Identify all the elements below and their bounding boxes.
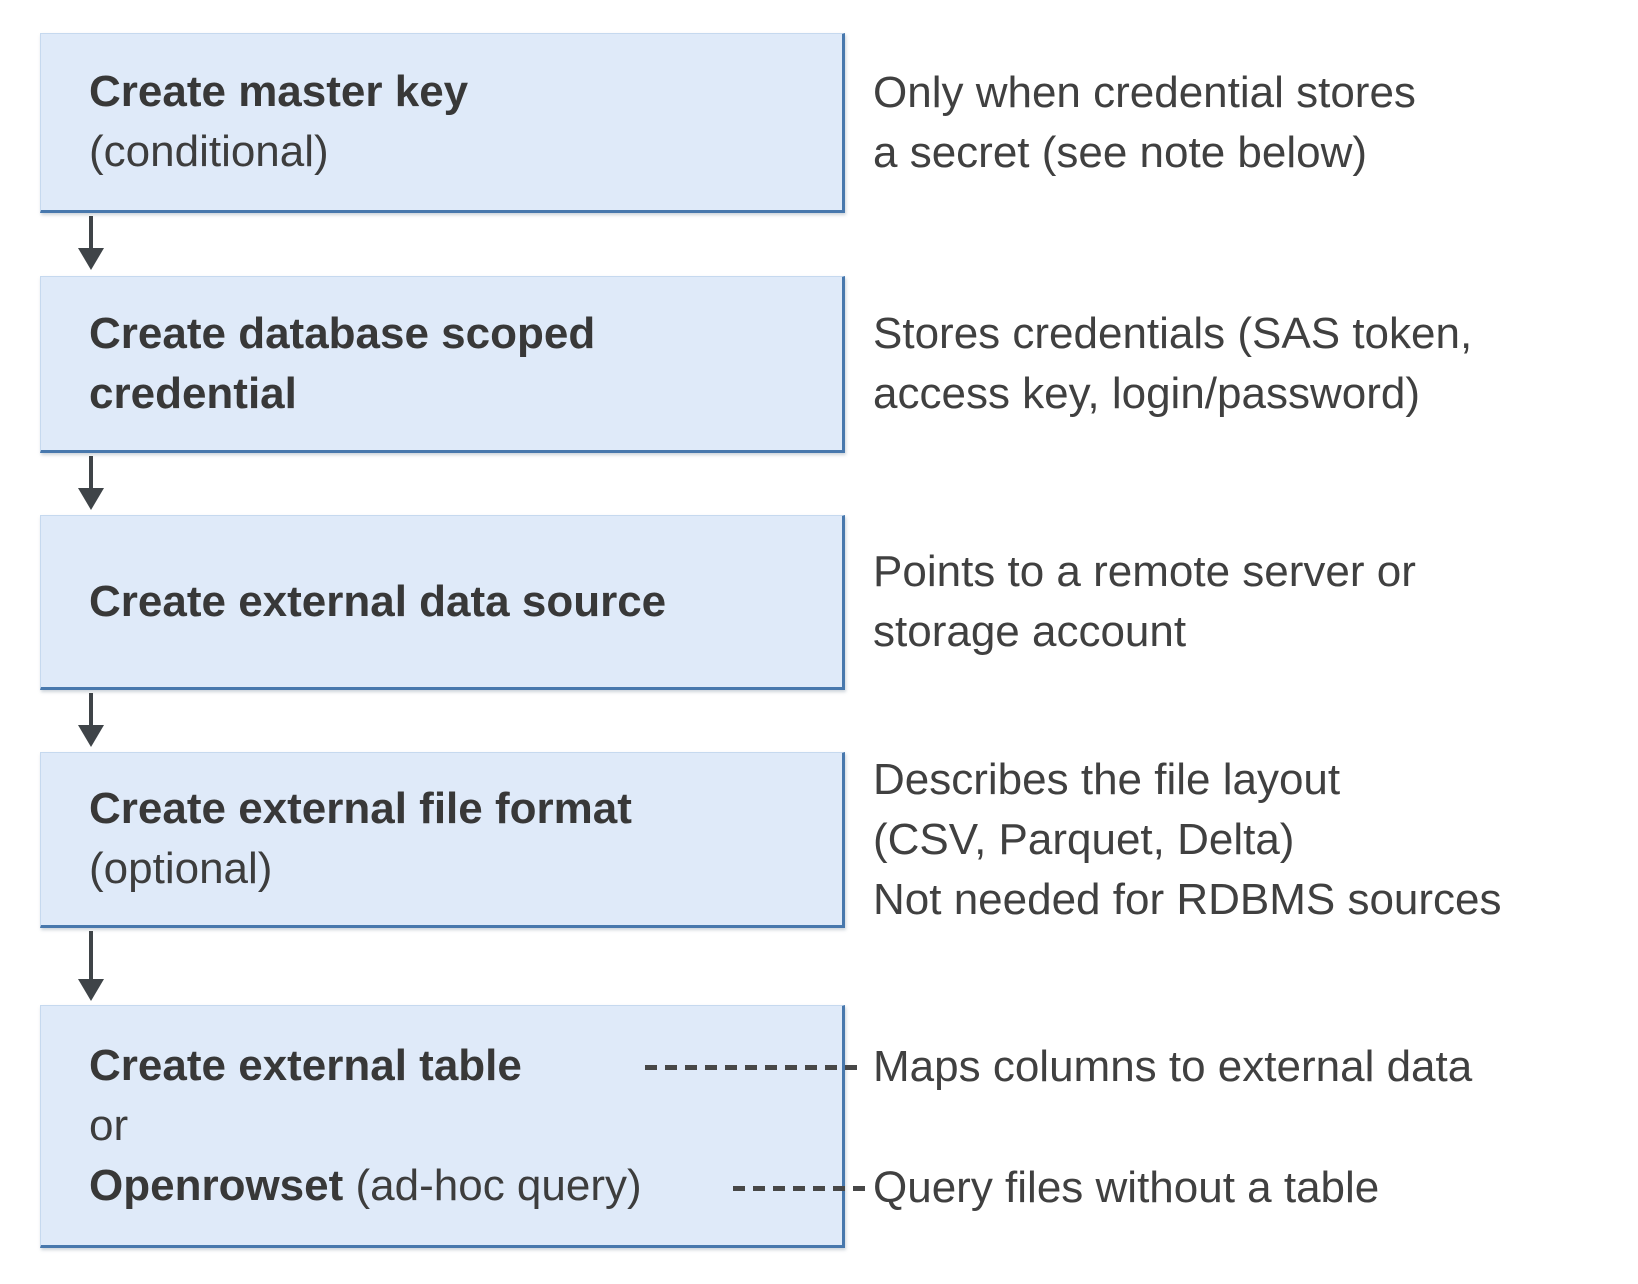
- openrowset-suffix: (ad-hoc query): [343, 1160, 642, 1210]
- arrow-stem: [89, 216, 93, 248]
- arrow-stem: [89, 456, 93, 488]
- openrowset-line: Openrowset (ad-hoc query): [89, 1156, 842, 1216]
- step-title: Create database scoped credential: [89, 308, 596, 418]
- step-title: Create master key: [89, 67, 469, 116]
- step-title: Create external data source: [89, 576, 667, 626]
- note-create-external-file-format: Describes the file layout (CSV, Parquet,…: [873, 755, 1502, 924]
- flow-arrow-down-icon: [78, 216, 104, 270]
- note-create-database-scoped-credential: Stores credentials (SAS token, access ke…: [873, 309, 1473, 418]
- openrowset-title: Openrowset: [89, 1160, 344, 1210]
- step-title: Create external file format: [89, 784, 632, 833]
- arrow-head: [78, 979, 104, 1001]
- note-create-master-key: Only when credential stores a secret (se…: [873, 68, 1416, 177]
- or-label: or: [89, 1100, 129, 1150]
- step-box-create-master-key: Create master key (conditional): [40, 33, 845, 213]
- flow-arrow-down-icon: [78, 931, 104, 1001]
- step-box-create-external-data-source: Create external data source: [40, 515, 845, 690]
- step-box-create-external-table-or-openrowset: Create external table or Openrowset (ad-…: [40, 1005, 845, 1248]
- step-box-create-database-scoped-credential: Create database scoped credential: [40, 276, 845, 453]
- step-subtitle: (optional): [89, 844, 273, 893]
- flow-arrow-down-icon: [78, 693, 104, 747]
- note-external-table: Maps columns to external data: [873, 1042, 1473, 1091]
- note-create-external-data-source: Points to a remote server or storage acc…: [873, 547, 1416, 656]
- arrow-head: [78, 248, 104, 270]
- dashed-connector-external-table: [645, 1065, 865, 1070]
- arrow-head: [78, 725, 104, 747]
- flow-arrow-down-icon: [78, 456, 104, 510]
- step-subtitle: (conditional): [89, 127, 329, 176]
- arrow-stem: [89, 931, 93, 979]
- step-title: Create external table: [89, 1040, 522, 1090]
- step-box-create-external-file-format: Create external file format (optional): [40, 752, 845, 928]
- arrow-stem: [89, 693, 93, 725]
- dashed-connector-openrowset: [733, 1186, 865, 1191]
- note-openrowset: Query files without a table: [873, 1163, 1380, 1212]
- arrow-head: [78, 488, 104, 510]
